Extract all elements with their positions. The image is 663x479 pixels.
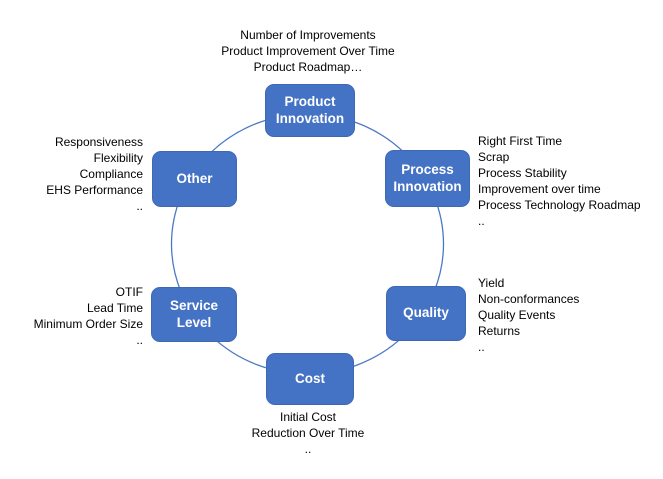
kpi-list-cost: Initial Cost Reduction Over Time .. [228,409,388,457]
kpi-line: Yield [478,276,505,290]
node-product-innovation: Product Innovation [265,84,355,137]
kpi-line: .. [136,199,143,213]
kpi-list-other: Responsiveness Flexibility Compliance EH… [46,134,143,214]
node-cost: Cost [266,353,354,405]
node-quality: Quality [386,286,466,341]
kpi-line: Product Roadmap… [253,60,363,74]
kpi-line: Minimum Order Size [33,317,143,331]
node-label: Other [176,170,213,186]
kpi-line: Initial Cost [279,410,337,424]
kpi-list-service-level: OTIF Lead Time Minimum Order Size .. [34,284,143,348]
kpi-line: .. [478,214,485,228]
kpi-line: Flexibility [93,151,143,165]
kpi-line: Lead Time [86,301,143,315]
kpi-line: .. [136,333,143,347]
kpi-line: .. [478,340,485,354]
kpi-line: Number of Improvements [240,28,376,42]
node-label: Service Level [169,298,219,330]
kpi-line: Improvement over time [478,182,601,196]
kpi-line: Scrap [478,150,510,164]
kpi-line: Product Improvement Over Time [221,44,395,58]
node-process-innovation: Process Innovation [385,150,470,207]
node-label: Cost [295,370,325,386]
kpi-list-quality: Yield Non-conformances Quality Events Re… [478,275,579,355]
kpi-line: Non-conformances [478,292,580,306]
kpi-line: EHS Performance [46,183,143,197]
kpi-line: Right First Time [478,134,563,148]
kpi-line: Quality Events [478,308,556,322]
kpi-line: Reduction Over Time [251,426,365,440]
kpi-line: Process Stability [478,166,567,180]
node-service-level: Service Level [151,287,237,342]
node-label: Product Innovation [275,94,345,126]
node-label: Process Innovation [393,162,462,194]
kpi-line: Returns [478,324,521,338]
kpi-line: OTIF [115,285,143,299]
kpi-line: Compliance [79,167,143,181]
kpi-list-product-innovation: Number of Improvements Product Improveme… [180,27,436,75]
kpi-line: Process Technology Roadmap [478,198,641,212]
kpi-line: .. [304,442,312,456]
node-label: Quality [403,305,449,321]
kpi-line: Responsiveness [54,135,143,149]
kpi-list-process-innovation: Right First Time Scrap Process Stability… [478,133,641,229]
node-other: Other [152,151,237,207]
